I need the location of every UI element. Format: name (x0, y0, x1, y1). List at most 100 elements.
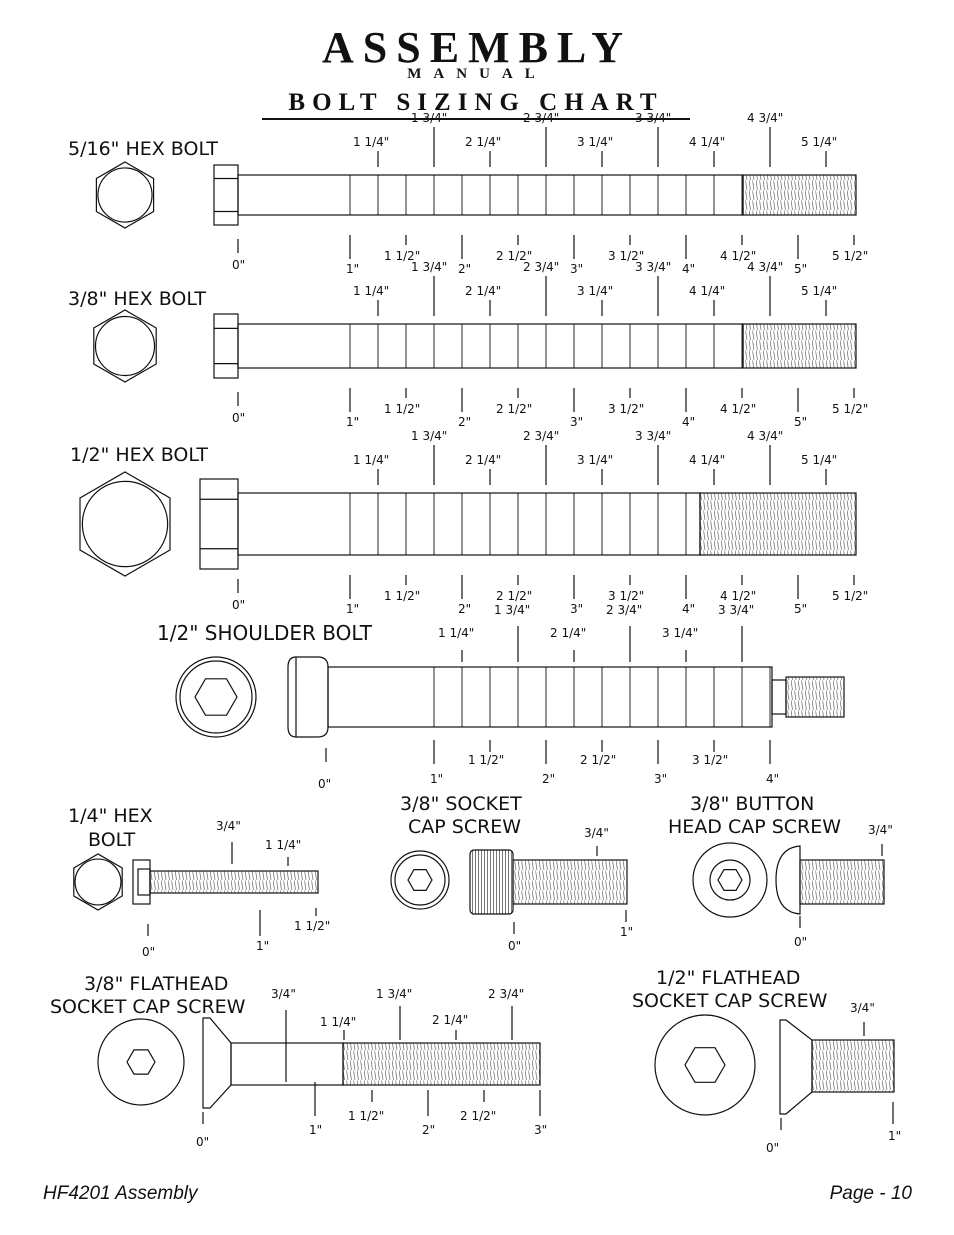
half-inch-label: 4 1/2" (720, 249, 756, 263)
bolt-size-title: 3/8" HEX BOLT (68, 288, 206, 310)
half-inch-label: 3 1/2" (608, 589, 644, 603)
hex-head-end-view (95, 161, 155, 229)
three-quarter-label: 3 3/4" (635, 260, 671, 274)
half-inch-label: 1 1/2" (384, 589, 420, 603)
inch-label: 1" (620, 925, 633, 939)
half-inch-label: 2 1/2" (580, 753, 616, 767)
flathead-end-view (654, 1014, 756, 1116)
inch-label: 2" (458, 262, 471, 276)
half-inch-label: 1 1/2" (294, 919, 330, 933)
quarter-label: 2 1/4" (465, 135, 501, 149)
inch-label: 2" (542, 772, 555, 786)
bolt-thread (811, 1039, 895, 1093)
inch-label: 3" (570, 262, 583, 276)
three-quarter-label: 3 3/4" (635, 429, 671, 443)
button-head-profile (775, 845, 801, 915)
bolt-size-title: 3/8" FLATHEAD (84, 973, 228, 995)
three-quarter-label: 1 3/4" (411, 260, 447, 274)
bolt-size-title: 1/4" HEX (68, 805, 153, 827)
inch-label: 3" (570, 602, 583, 616)
flathead-profile (202, 1017, 232, 1109)
hex-socket-icon (717, 868, 743, 892)
hex-head-end-view (73, 853, 123, 911)
quarter-label: 4 1/4" (689, 284, 725, 298)
inch-label: 3" (534, 1123, 547, 1137)
hex-head-end-view (93, 309, 157, 383)
quarter-label: 5 1/4" (801, 135, 837, 149)
zero-label: 0" (232, 411, 245, 425)
three-quarter-label: 2 3/4" (523, 260, 559, 274)
bolt-size-title: BOLT (88, 829, 136, 851)
quarter-label: 4 1/4" (689, 453, 725, 467)
quarter-label: 3 1/4" (662, 626, 698, 640)
half-inch-label: 3 1/2" (608, 402, 644, 416)
half-inch-label: 1 1/2" (348, 1109, 384, 1123)
bolt-thread (342, 1042, 541, 1086)
bolt-head (199, 478, 239, 570)
shoulder-bolt-head (287, 656, 329, 738)
inch-label: 5" (794, 415, 807, 429)
bolt-size-title: 1/2" SHOULDER BOLT (157, 621, 373, 645)
three-quarter-label: 1 3/4" (376, 987, 412, 1001)
bolt-size-title: 5/16" HEX BOLT (68, 138, 218, 160)
inch-label: 1" (346, 262, 359, 276)
quarter-label: 3 1/4" (577, 284, 613, 298)
zero-label: 0" (196, 1135, 209, 1149)
shoulder-neck (771, 679, 787, 715)
half-inch-label: 2 1/2" (496, 589, 532, 603)
half-inch-label: 5 1/2" (832, 402, 868, 416)
half-inch-label: 4 1/2" (720, 589, 756, 603)
three-quarter-label: 4 3/4" (747, 429, 783, 443)
bolt-size-title: HEAD CAP SCREW (668, 816, 841, 838)
bolt-head (137, 868, 151, 896)
inch-label: 2" (458, 415, 471, 429)
three-quarter-label: 4 3/4" (747, 111, 783, 125)
quarter-label: 1 1/4" (353, 284, 389, 298)
half-inch-label: 1 1/2" (468, 753, 504, 767)
three-quarter-label: 4 3/4" (747, 260, 783, 274)
quarter-label: 5 1/4" (801, 453, 837, 467)
zero-label: 0" (766, 1141, 779, 1155)
inch-label: 1" (256, 939, 269, 953)
quarter-label: 2 1/4" (432, 1013, 468, 1027)
quarter-label: 3 1/4" (577, 453, 613, 467)
bolt-shank (237, 323, 744, 369)
chart-heading: BOLT SIZING CHART (262, 88, 690, 120)
quarter-label: 4 1/4" (689, 135, 725, 149)
hex-chamfer-circle (94, 315, 156, 377)
bolt-size-title: 1/2" FLATHEAD (656, 967, 800, 989)
bolt-size-title: CAP SCREW (408, 816, 521, 838)
footer-document-id: HF4201 Assembly (43, 1183, 198, 1204)
hex-socket-icon (126, 1049, 156, 1075)
inch-label: 2" (458, 602, 471, 616)
inch-label: 1" (888, 1129, 901, 1143)
three-quarter-label: 2 3/4" (523, 111, 559, 125)
bolt-size-title: SOCKET CAP SCREW (632, 990, 828, 1012)
three-quarter-label: 2 3/4" (488, 987, 524, 1001)
bolt-size-title: 3/8" SOCKET (400, 793, 522, 815)
quarter-label: 2 1/4" (465, 284, 501, 298)
zero-label: 0" (508, 939, 521, 953)
hex-socket-icon (684, 1047, 726, 1083)
bolt-shank (237, 492, 701, 556)
quarter-label: 5 1/4" (801, 284, 837, 298)
flathead-end-view (97, 1018, 185, 1106)
hex-chamfer-circle (74, 858, 122, 906)
quarter-label: 1 1/4" (353, 135, 389, 149)
socket-head-rim (709, 859, 751, 901)
zero-label: 0" (232, 598, 245, 612)
inch-label: 2" (422, 1123, 435, 1137)
inch-label: 4" (682, 602, 695, 616)
socket-head-end-view (175, 656, 257, 738)
bolt-thread (742, 323, 857, 369)
bolt-thread (742, 174, 857, 216)
half-inch-label: 2 1/2" (496, 402, 532, 416)
half-inch-label: 3 1/2" (692, 753, 728, 767)
half-inch-label: 4 1/2" (720, 402, 756, 416)
hex-socket-icon (407, 868, 433, 892)
quarter-label: 1 1/4" (265, 838, 301, 852)
bolt-washer (132, 859, 151, 905)
inch-label: 1" (430, 772, 443, 786)
inch-label: 1" (309, 1123, 322, 1137)
